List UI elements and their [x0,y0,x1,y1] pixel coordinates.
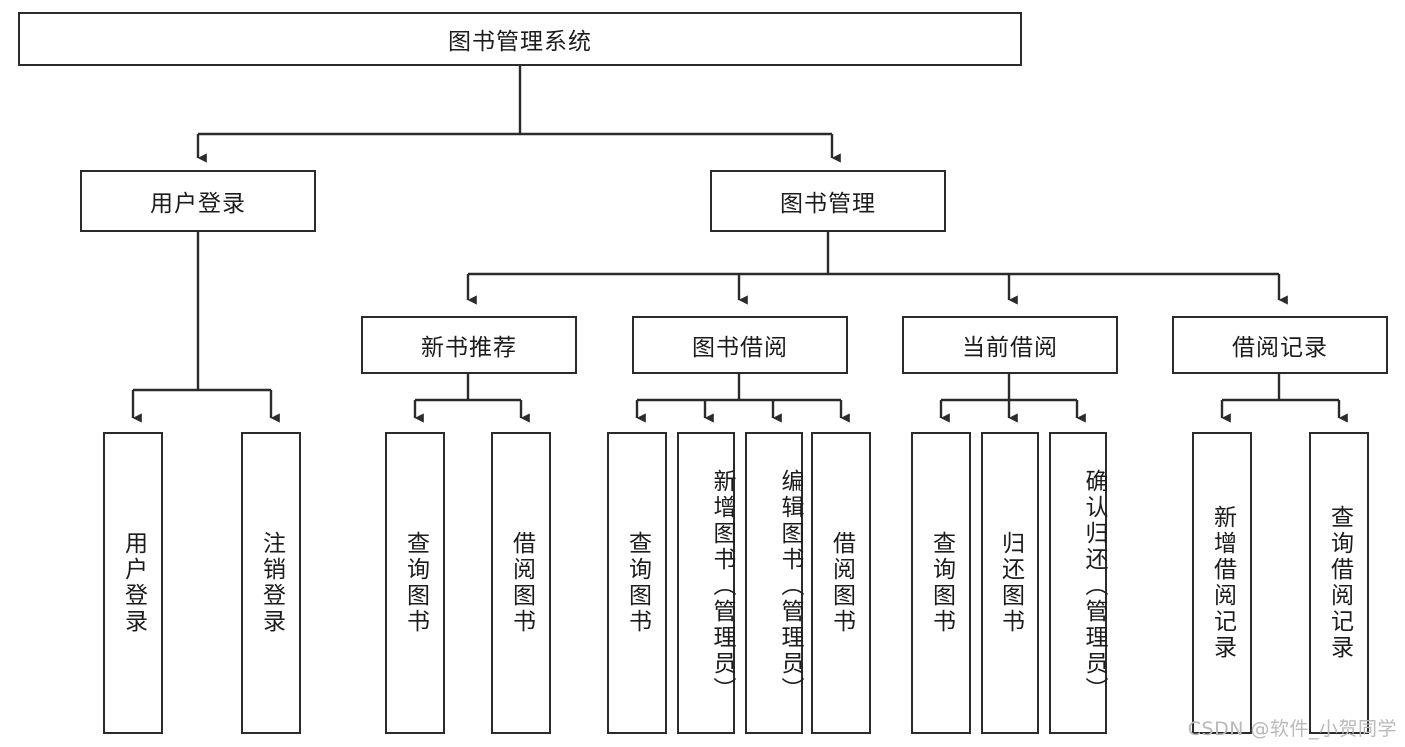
node-label: 借阅记录 [1232,335,1328,361]
node-book-borrow[interactable]: 图书借阅 [632,316,848,374]
leaf-query-borrow-record[interactable]: 查询借阅记录 [1309,432,1369,734]
node-book-management[interactable]: 图书管理 [710,170,946,232]
leaf-add-borrow-record[interactable]: 新增借阅记录 [1192,432,1252,734]
leaf-borrow-book[interactable]: 借阅图书 [811,432,871,734]
leaf-user-login[interactable]: 用户登录 [103,432,163,734]
node-label: 确认归还（管理员） [1081,469,1107,703]
node-label: 借阅图书 [508,531,535,635]
node-root-title[interactable]: 图书管理系统 [18,12,1022,66]
leaf-query-book-recommend[interactable]: 查询图书 [385,432,445,734]
node-current-borrow[interactable]: 当前借阅 [902,316,1118,374]
leaf-add-book[interactable]: 新增图书（管理员） [677,432,735,734]
node-label: 图书管理系统 [448,29,592,55]
node-user-login[interactable]: 用户登录 [80,170,316,232]
node-label: 图书管理 [780,191,876,217]
leaf-borrow-book-recommend[interactable]: 借阅图书 [491,432,551,734]
node-label: 归还图书 [997,531,1024,635]
leaf-confirm-return[interactable]: 确认归还（管理员） [1049,432,1107,734]
node-new-book-recommend[interactable]: 新书推荐 [361,316,577,374]
node-label: 新书推荐 [421,335,517,361]
node-label: 当前借阅 [962,335,1058,361]
leaf-query-book-borrow[interactable]: 查询图书 [607,432,667,734]
node-label: 查询图书 [402,531,429,635]
node-label: 查询借阅记录 [1326,505,1353,661]
node-label: 查询图书 [624,531,651,635]
node-label: 用户登录 [120,531,147,635]
leaf-return-book[interactable]: 归还图书 [981,432,1039,734]
leaf-edit-book[interactable]: 编辑图书（管理员） [745,432,803,734]
node-label: 注销登录 [258,531,285,635]
csdn-watermark: CSDN @软件_小贺同学 [1187,718,1397,740]
leaf-logout[interactable]: 注销登录 [241,432,301,734]
node-label: 用户登录 [150,191,246,217]
node-label: 新增借阅记录 [1209,505,1236,661]
node-label: 新增图书（管理员） [709,469,735,703]
leaf-query-book-current[interactable]: 查询图书 [911,432,971,734]
node-label: 借阅图书 [828,531,855,635]
node-borrow-record[interactable]: 借阅记录 [1172,316,1388,374]
node-label: 图书借阅 [692,335,788,361]
node-label: 查询图书 [928,531,955,635]
node-label: 编辑图书（管理员） [777,469,803,703]
